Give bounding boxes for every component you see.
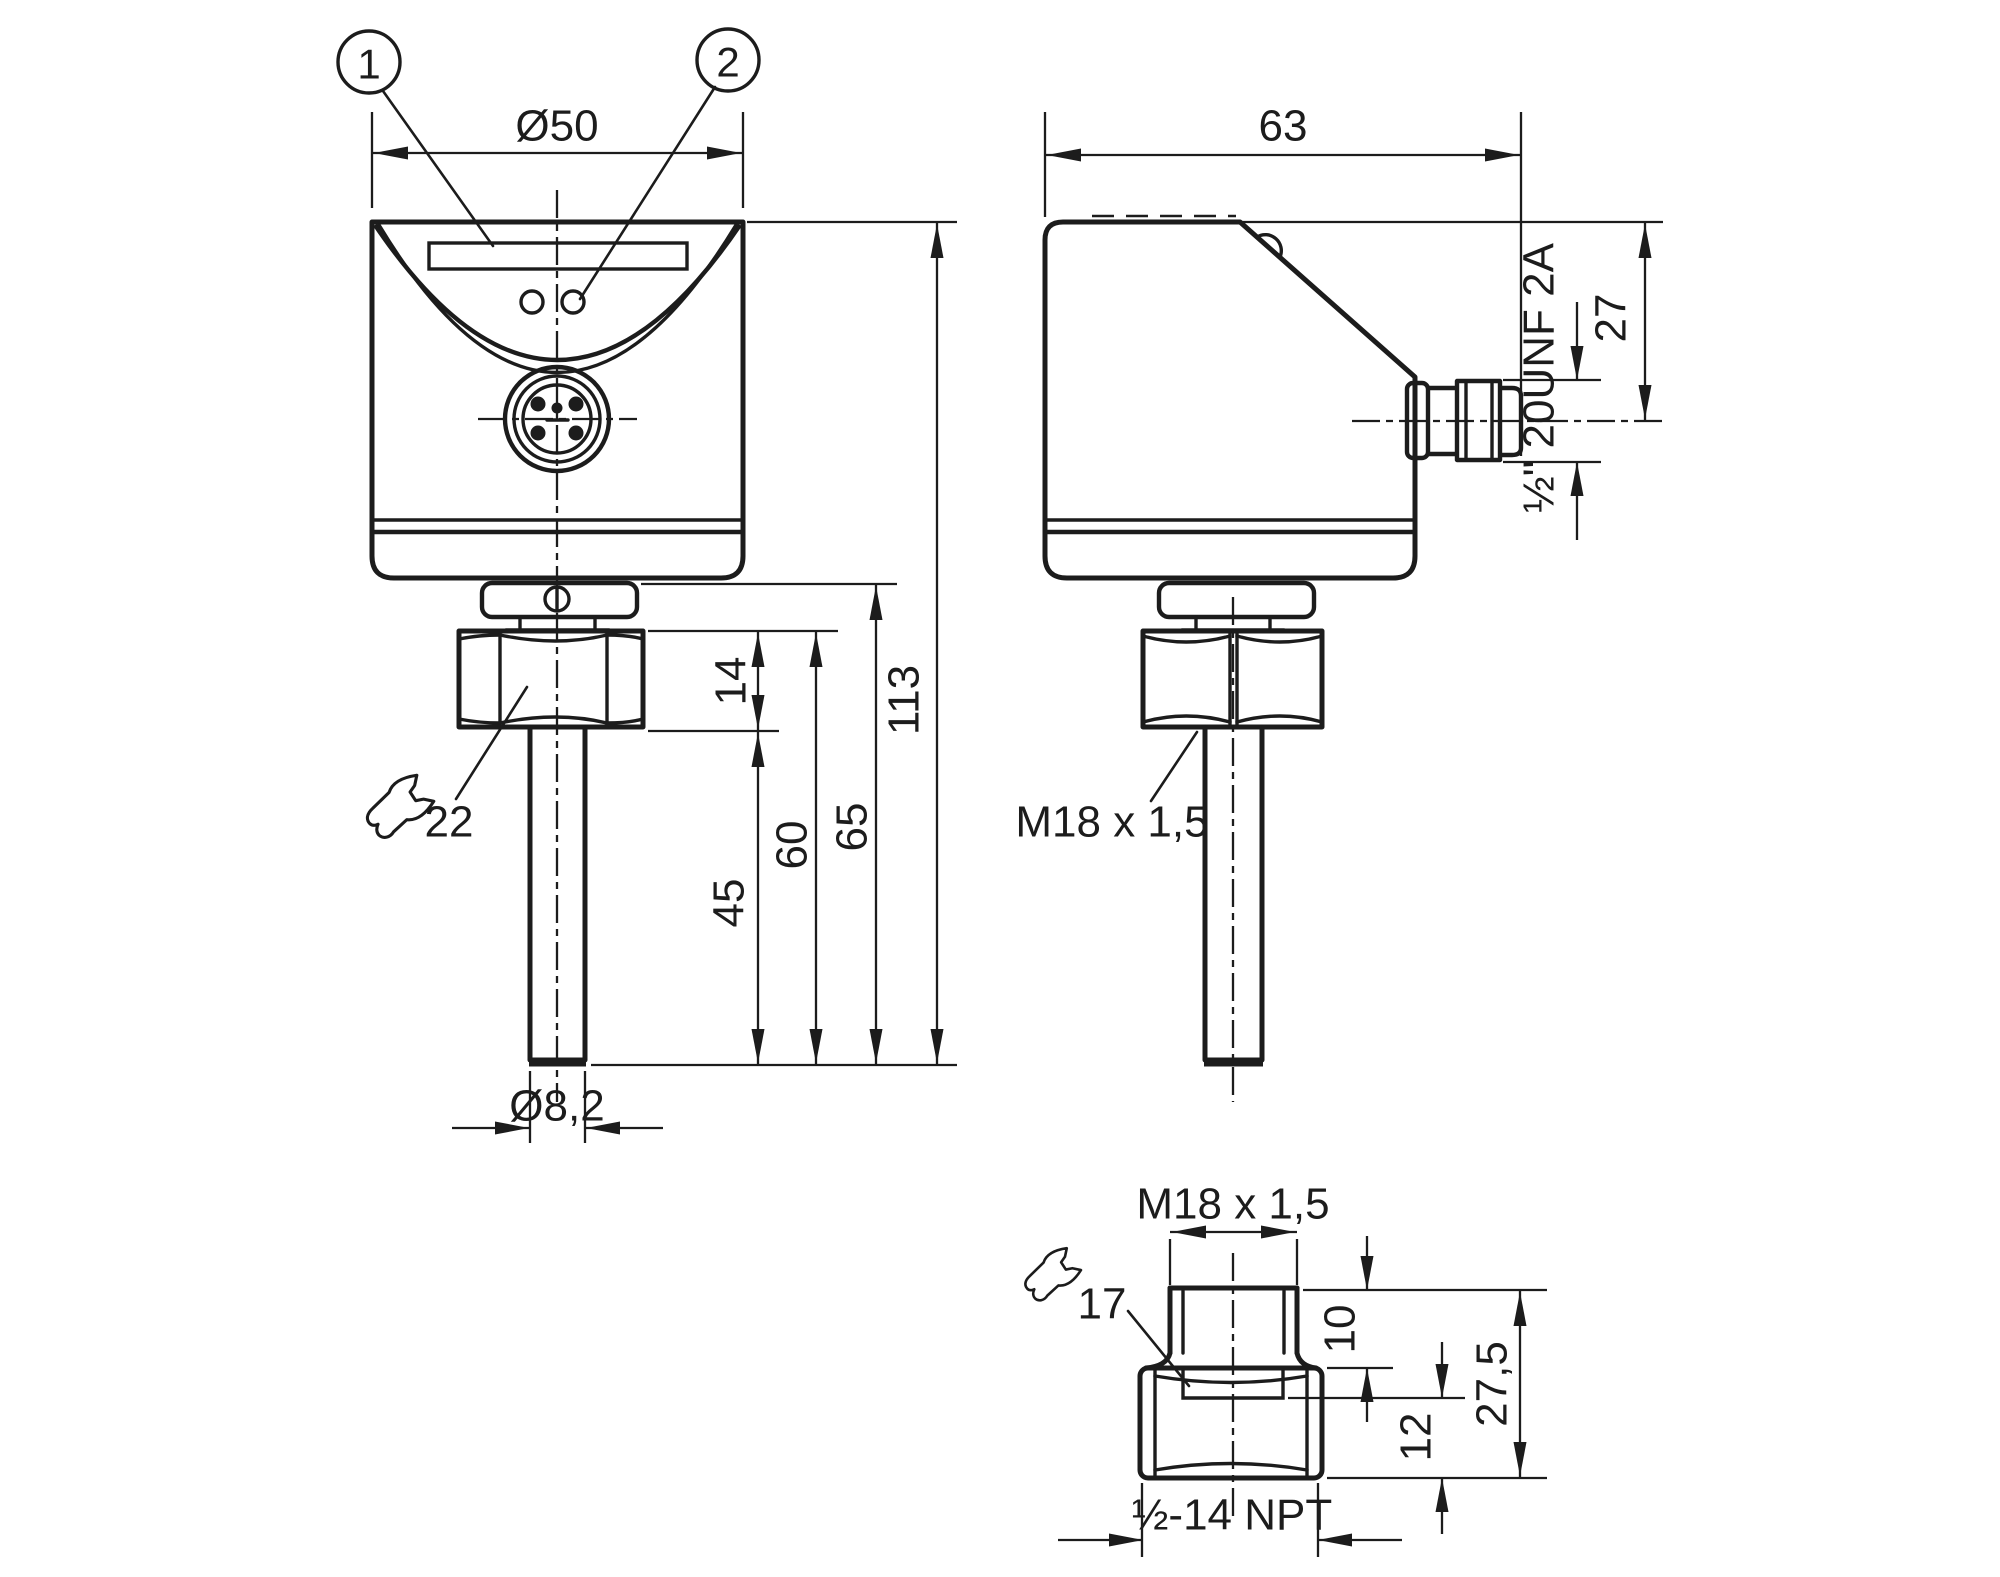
arrowhead-icon bbox=[1638, 385, 1652, 419]
dim-probe-diameter: Ø8,2 bbox=[509, 1082, 604, 1131]
arrowhead-icon bbox=[751, 633, 765, 667]
arrowhead-icon bbox=[1570, 462, 1584, 496]
arrowhead-icon bbox=[1485, 148, 1519, 162]
display-cap-outer-arc bbox=[373, 223, 742, 363]
side-view bbox=[1042, 214, 1524, 1067]
callout-balloons bbox=[336, 27, 761, 95]
arrowhead-icon bbox=[1638, 224, 1652, 258]
arrowhead-icon bbox=[707, 146, 741, 160]
adapter-hex-body bbox=[1137, 1365, 1325, 1481]
arrowhead-icon bbox=[809, 633, 823, 667]
dim-length-60: 60 bbox=[768, 821, 817, 870]
callout-2-circle bbox=[695, 27, 761, 93]
arrowhead-icon bbox=[1047, 148, 1081, 162]
wrench-icon bbox=[1024, 1246, 1083, 1302]
dim-head-diameter: Ø50 bbox=[515, 102, 598, 151]
callout-1-circle bbox=[336, 29, 402, 95]
centerlines bbox=[478, 190, 1663, 1520]
arrowhead-icon bbox=[869, 586, 883, 620]
arrowhead-icon bbox=[751, 695, 765, 729]
collar bbox=[479, 580, 640, 620]
dim-adapter-10: 10 bbox=[1316, 1305, 1365, 1354]
dimension-arrowheads bbox=[374, 146, 1652, 1547]
leader-lines bbox=[381, 85, 1199, 1388]
led-icon bbox=[519, 289, 545, 315]
wrench-size-17-label: 17 bbox=[1078, 1280, 1127, 1329]
arrowhead-icon bbox=[1570, 346, 1584, 380]
arrowhead-icon bbox=[1261, 1225, 1295, 1239]
dim-length-65: 65 bbox=[828, 803, 877, 852]
arrowhead-icon bbox=[374, 146, 408, 160]
labels: 1 2 Ø50 63 14 45 60 65 113 22 Ø8,2 M18 x… bbox=[357, 39, 1635, 1540]
callout-2-label: 2 bbox=[716, 39, 739, 86]
dim-housing-width: 63 bbox=[1259, 102, 1308, 151]
process-thread-label: M18 x 1,5 bbox=[1015, 798, 1208, 847]
wrench-icon bbox=[365, 773, 436, 839]
button-bump bbox=[1255, 232, 1283, 259]
arrowhead-icon bbox=[930, 224, 944, 258]
arrowhead-icon bbox=[1513, 1292, 1527, 1326]
arrowhead-icon bbox=[930, 1029, 944, 1063]
arrowhead-icon bbox=[751, 1029, 765, 1063]
connector-thread-label: ½" 20UNF 2A bbox=[1515, 242, 1564, 513]
dim-connector-offset: 27 bbox=[1587, 294, 1636, 343]
dim-probe-insertion: 45 bbox=[705, 879, 754, 928]
arrowhead-icon bbox=[1109, 1533, 1143, 1547]
hex-nut-front bbox=[456, 628, 646, 730]
adapter-top-thread-label: M18 x 1,5 bbox=[1136, 1180, 1329, 1229]
arrowhead-icon bbox=[1318, 1533, 1352, 1547]
wrench-size-22-label: 22 bbox=[425, 798, 474, 847]
dim-adapter-12: 12 bbox=[1392, 1413, 1441, 1462]
arrowhead-icon bbox=[1360, 1256, 1374, 1290]
arrowhead-icon bbox=[1435, 1364, 1449, 1398]
dim-total-length: 113 bbox=[880, 665, 929, 735]
led-icon bbox=[560, 289, 586, 315]
adapter-view bbox=[1137, 1285, 1325, 1481]
arrowhead-icon bbox=[586, 1121, 620, 1135]
dim-hex-height: 14 bbox=[707, 657, 756, 706]
arrowhead-icon bbox=[1172, 1225, 1206, 1239]
front-housing-body bbox=[369, 219, 746, 581]
adapter-bottom-thread-label: ½-14 NPT bbox=[1132, 1491, 1333, 1540]
arrowhead-icon bbox=[751, 733, 765, 767]
collar-side bbox=[1156, 580, 1317, 620]
dim-adapter-total: 27,5 bbox=[1468, 1341, 1517, 1427]
side-housing-body bbox=[1042, 219, 1418, 581]
arrowhead-icon bbox=[1360, 1368, 1374, 1402]
arrowhead-icon bbox=[1435, 1478, 1449, 1512]
arrowhead-icon bbox=[869, 1029, 883, 1063]
arrowhead-icon bbox=[495, 1121, 529, 1135]
arrowhead-icon bbox=[809, 1029, 823, 1063]
callout-1-label: 1 bbox=[357, 41, 380, 88]
arrowhead-icon bbox=[1513, 1442, 1527, 1476]
display-cap-inner-arc bbox=[377, 223, 738, 374]
